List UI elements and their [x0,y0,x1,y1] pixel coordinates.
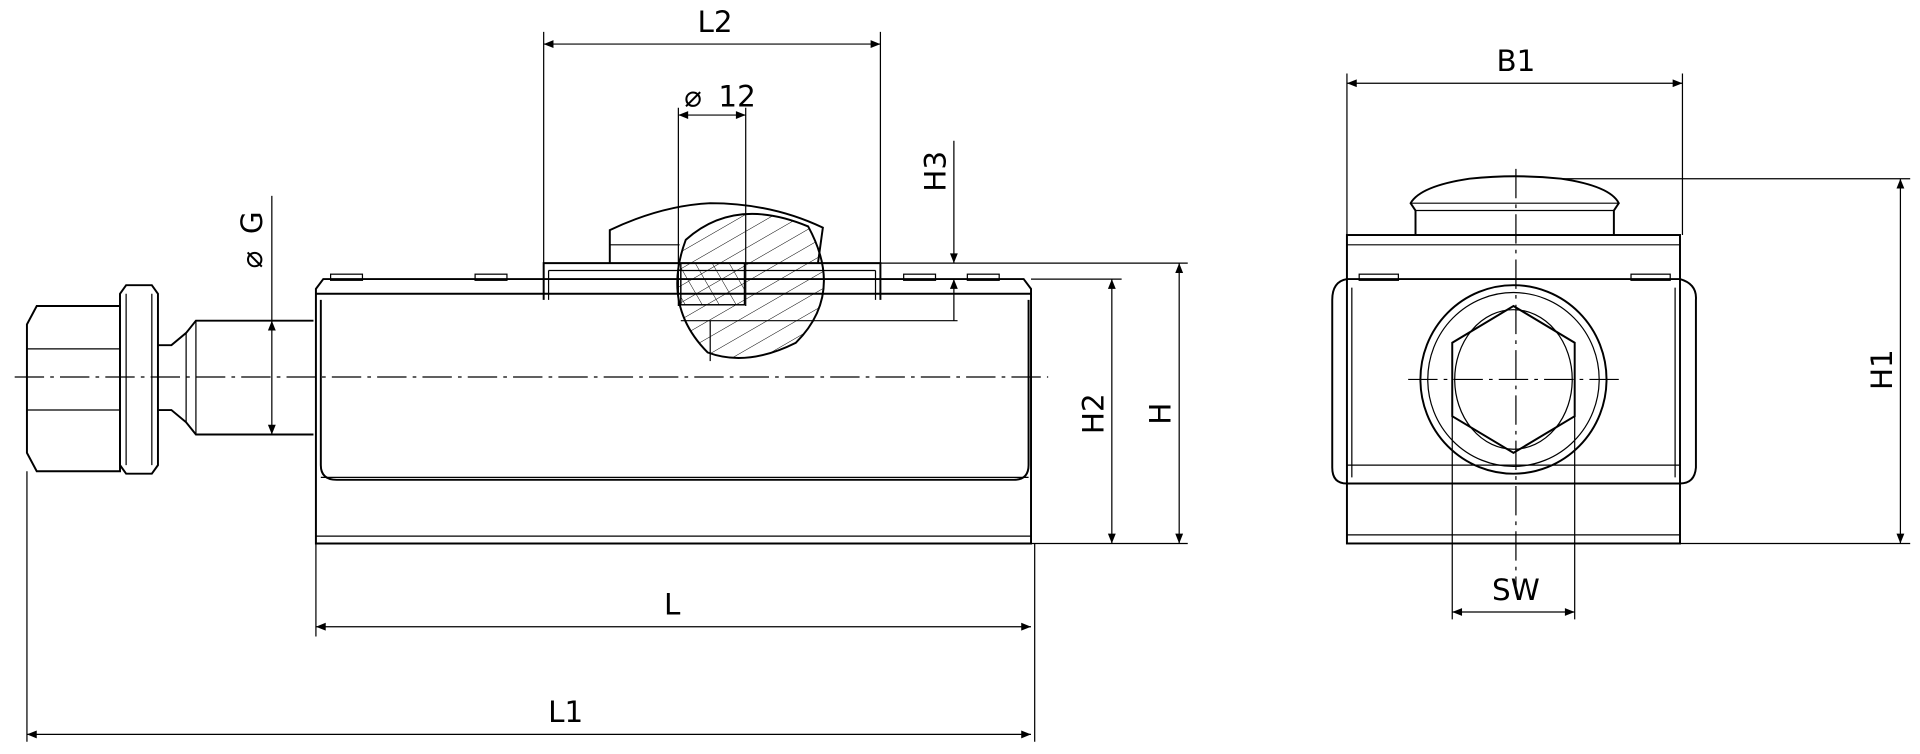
dimension-L2: L2 [543,5,882,264]
dimension-SW: SW [1451,342,1576,620]
dimension-H: H [1144,263,1184,544]
diameter-symbol: ⌀ [684,79,702,113]
label-L: L [664,587,681,621]
dimension-H2: H2 [1031,278,1188,545]
diameter-symbol-G: ⌀ [235,251,269,269]
clamp-front [1331,168,1697,594]
label-H2: H2 [1076,393,1110,434]
label-SW: SW [1492,573,1540,607]
label-dia-G: G [235,211,269,234]
label-H: H [1144,403,1178,425]
side-view: L2 ⌀ 12 H3 ⌀ G H2 H [14,5,1188,742]
dimension-dia-12: ⌀ 12 [677,79,756,307]
hex-nut [25,284,314,475]
clamp-body [314,202,1032,545]
dimension-H3: H3 [880,140,1188,321]
label-H3: H3 [918,151,952,192]
dimension-H1: H1 [1561,178,1911,545]
label-L1: L1 [548,695,583,729]
front-view: B1 H1 SW [1331,44,1911,620]
dimension-L1: L1 [26,471,1032,742]
label-L2: L2 [698,5,733,39]
dimension-L: L [315,543,1036,742]
label-H1: H1 [1865,349,1899,390]
label-B1: B1 [1496,44,1535,78]
dimension-B1: B1 [1346,44,1684,236]
label-dia-12: 12 [718,79,755,113]
dimension-dia-G: ⌀ G [235,195,276,435]
